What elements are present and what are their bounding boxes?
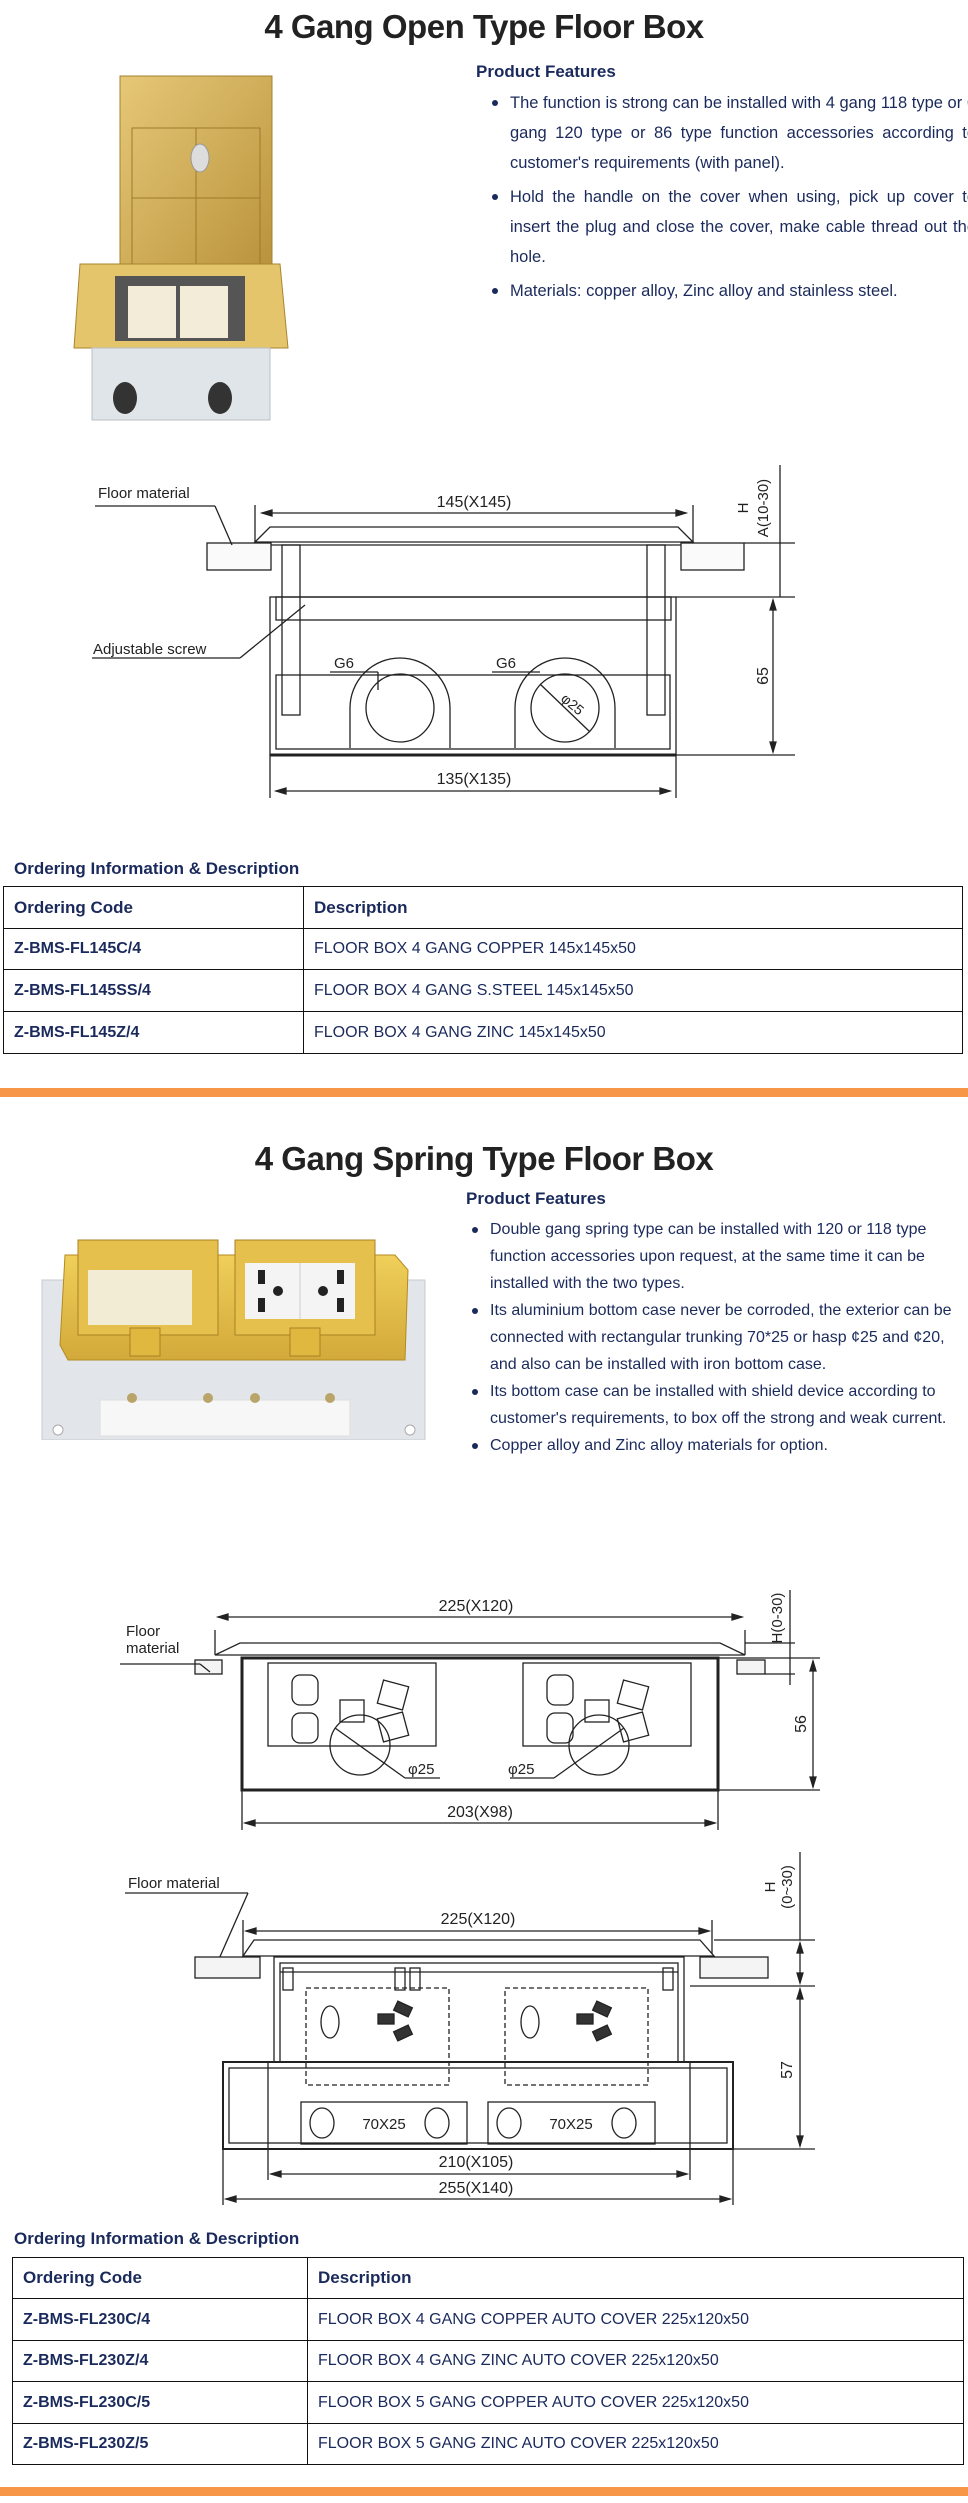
description: FLOOR BOX 4 GANG ZINC AUTO COVER 225x120… <box>307 2340 964 2382</box>
table-row: Z-BMS-FL230C/5 FLOOR BOX 5 GANG COPPER A… <box>12 2381 964 2424</box>
h-label: H <box>762 1882 779 1893</box>
section-divider <box>0 2487 968 2496</box>
diameter-label: φ25 <box>408 1761 434 1778</box>
feature-item: Its aluminium bottom case never be corro… <box>472 1297 960 1378</box>
spring-type-top-view-drawing: Floor material 225(X120) 203(X98) φ25 φ2… <box>120 1590 820 1830</box>
header-description: Description <box>307 2257 964 2299</box>
height-label: 57 <box>779 2061 796 2079</box>
section2-ordering-heading: Ordering Information & Description <box>14 2229 300 2248</box>
section1-features-heading: Product Features <box>476 62 616 81</box>
section1-features-list: The function is strong can be installed … <box>490 88 968 310</box>
feature-item: The function is strong can be installed … <box>492 88 968 178</box>
description: FLOOR BOX 5 GANG ZINC AUTO COVER 225x120… <box>307 2423 964 2465</box>
section1-ordering-heading: Ordering Information & Description <box>14 859 300 878</box>
height-label: 56 <box>793 1715 810 1733</box>
description: FLOOR BOX 4 GANG ZINC 145x145x50 <box>303 1011 963 1054</box>
description: FLOOR BOX 4 GANG COPPER 145x145x50 <box>303 928 963 970</box>
table-header-row: Ordering Code Description <box>3 886 963 929</box>
h-range-label: A(10-30) <box>755 479 772 537</box>
feature-item: Hold the handle on the cover when using,… <box>492 182 968 272</box>
table-row: Z-BMS-FL230Z/4 FLOOR BOX 4 GANG ZINC AUT… <box>12 2340 964 2382</box>
trunking-size-label: 70X25 <box>549 2116 592 2133</box>
top-width-label: 225(X120) <box>441 1911 516 1928</box>
feature-item: Double gang spring type can be installed… <box>472 1216 960 1297</box>
section1-title: 4 Gang Open Type Floor Box <box>264 8 704 45</box>
floor-material-label: Floor material <box>98 485 190 502</box>
spring-type-side-view-drawing: Floor material 225(X120) 70X25 70X25 210… <box>125 1852 815 2205</box>
feature-item: Materials: copper alloy, Zinc alloy and … <box>492 276 968 306</box>
table-row: Z-BMS-FL230C/4 FLOOR BOX 4 GANG COPPER A… <box>12 2298 964 2341</box>
diameter-label: φ25 <box>558 690 587 718</box>
adjustable-screw-label: Adjustable screw <box>93 641 207 658</box>
section1-ordering-table: Ordering Code Description Z-BMS-FL145C/4… <box>3 886 963 1054</box>
inner-width-label: 210(X105) <box>439 2154 514 2171</box>
table-row: Z-BMS-FL145Z/4 FLOOR BOX 4 GANG ZINC 145… <box>3 1011 963 1054</box>
section2-title: 4 Gang Spring Type Floor Box <box>254 1140 714 1177</box>
h-range-label: (0~30) <box>779 1865 796 1909</box>
floor-material-label: Floor material <box>128 1875 220 1892</box>
diameter-label: φ25 <box>508 1761 534 1778</box>
open-type-dimension-drawing: Floor material Adjustable screw 145(X145… <box>92 465 795 798</box>
description: FLOOR BOX 4 GANG S.STEEL 145x145x50 <box>303 969 963 1012</box>
description: FLOOR BOX 4 GANG COPPER AUTO COVER 225x1… <box>307 2298 964 2341</box>
g6-label: G6 <box>334 655 354 672</box>
ordering-code: Z-BMS-FL230C/4 <box>12 2298 308 2341</box>
trunking-size-label: 70X25 <box>362 2116 405 2133</box>
feature-item: Copper alloy and Zinc alloy materials fo… <box>472 1432 960 1459</box>
bottom-width-label: 135(X135) <box>437 771 512 788</box>
section2-features-heading: Product Features <box>466 1189 606 1208</box>
top-width-label: 145(X145) <box>437 494 512 511</box>
open-type-floor-box-photo <box>73 75 289 421</box>
table-row: Z-BMS-FL145SS/4 FLOOR BOX 4 GANG S.STEEL… <box>3 969 963 1012</box>
ordering-code: Z-BMS-FL230C/5 <box>12 2381 308 2424</box>
ordering-code: Z-BMS-FL145SS/4 <box>3 969 304 1012</box>
height-label: 65 <box>755 667 772 685</box>
section2-features-list: Double gang spring type can be installed… <box>470 1216 960 1459</box>
feature-item: Its bottom case can be installed with sh… <box>472 1378 960 1432</box>
g6-label: G6 <box>496 655 516 672</box>
floor-label: Floor <box>126 1623 160 1640</box>
table-row: Z-BMS-FL230Z/5 FLOOR BOX 5 GANG ZINC AUT… <box>12 2423 964 2465</box>
header-ordering-code: Ordering Code <box>12 2257 308 2299</box>
table-header-row: Ordering Code Description <box>12 2257 964 2299</box>
outer-width-label: 255(X140) <box>439 2180 514 2197</box>
bottom-width-label: 203(X98) <box>447 1804 513 1821</box>
top-width-label: 225(X120) <box>439 1598 514 1615</box>
h-range-label: H(0-30) <box>769 1593 786 1644</box>
description: FLOOR BOX 5 GANG COPPER AUTO COVER 225x1… <box>307 2381 964 2424</box>
spring-type-floor-box-photo <box>41 1239 426 1440</box>
ordering-code: Z-BMS-FL230Z/5 <box>12 2423 308 2465</box>
h-label: H <box>735 503 752 514</box>
section2-ordering-table: Ordering Code Description Z-BMS-FL230C/4… <box>12 2257 964 2465</box>
header-description: Description <box>303 886 963 929</box>
header-ordering-code: Ordering Code <box>3 886 304 929</box>
table-row: Z-BMS-FL145C/4 FLOOR BOX 4 GANG COPPER 1… <box>3 928 963 970</box>
ordering-code: Z-BMS-FL230Z/4 <box>12 2340 308 2382</box>
section-divider <box>0 1088 968 1097</box>
ordering-code: Z-BMS-FL145C/4 <box>3 928 304 970</box>
material-label: material <box>126 1640 179 1657</box>
ordering-code: Z-BMS-FL145Z/4 <box>3 1011 304 1054</box>
